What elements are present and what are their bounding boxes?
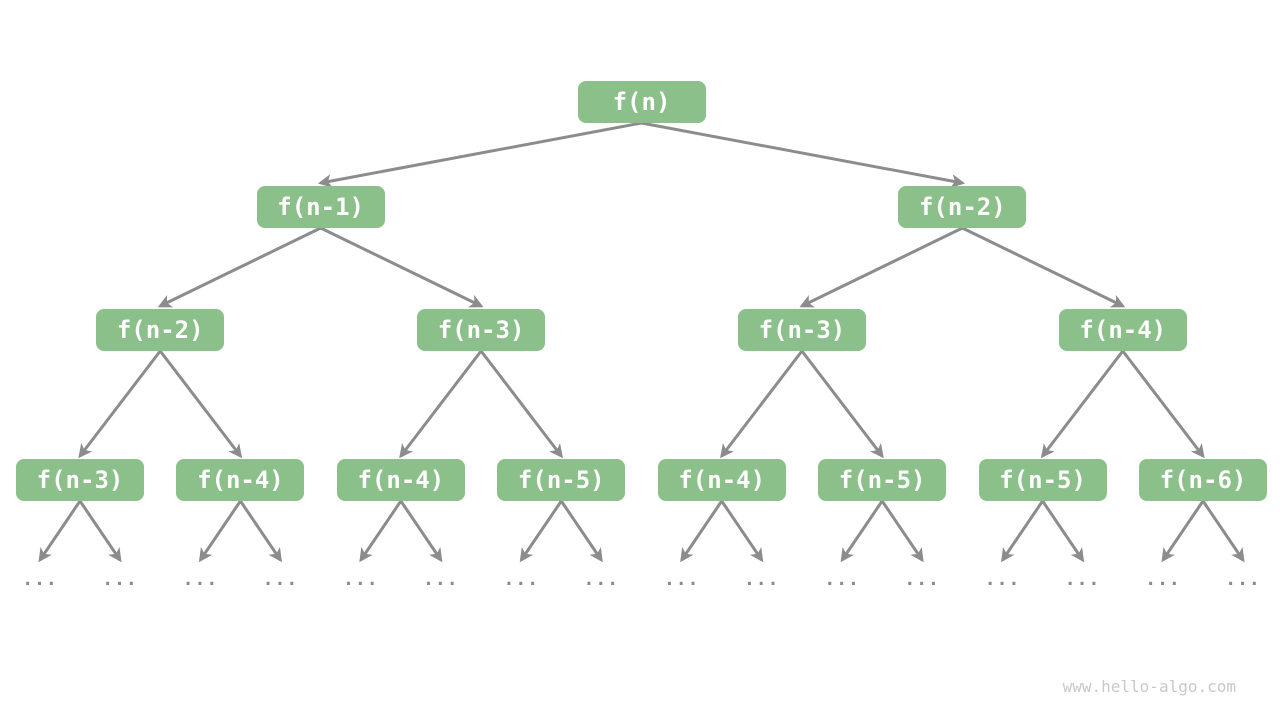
ellipsis: ... <box>503 569 540 590</box>
tree-edge <box>840 500 884 563</box>
ellipsis: ... <box>904 569 940 590</box>
tree-edge <box>317 121 642 188</box>
ellipsis: ... <box>743 569 780 590</box>
tree-node-l2-1: f(n-1) <box>256 186 385 228</box>
tree-edge <box>159 350 243 459</box>
ellipsis: ... <box>984 569 1021 590</box>
tree-edge <box>399 350 483 459</box>
watermark: www.hello-algo.com <box>1062 677 1236 696</box>
ellipsis: ... <box>583 569 620 590</box>
ellipsis: ... <box>824 569 860 590</box>
tree-node-l3-2: f(n-3) <box>417 309 546 351</box>
tree-edge <box>1201 500 1245 563</box>
ellipsis: ... <box>102 569 138 590</box>
tree-edge <box>641 121 966 188</box>
tree-edge <box>1041 500 1085 563</box>
tree-node-l4-7: f(n-5) <box>978 459 1107 501</box>
tree-node-l4-3: f(n-4) <box>336 459 465 501</box>
tree-node-l4-4: f(n-5) <box>497 459 626 501</box>
tree-edge <box>961 226 1126 308</box>
tree-edge <box>800 350 884 459</box>
tree-edge <box>78 500 122 563</box>
tree-node-l4-5: f(n-4) <box>657 459 786 501</box>
ellipsis: ... <box>663 569 700 590</box>
tree-node-l1-1: f(n) <box>577 81 706 123</box>
tree-edge <box>239 500 282 563</box>
ellipsis: ... <box>1145 569 1181 590</box>
ellipsis: ... <box>182 569 219 590</box>
tree-edge <box>560 500 603 563</box>
tree-node-l3-4: f(n-4) <box>1058 309 1187 351</box>
tree-node-l4-2: f(n-4) <box>176 459 305 501</box>
ellipsis: ... <box>1064 569 1101 590</box>
tree-edge <box>1121 350 1205 459</box>
tree-edge <box>720 500 764 563</box>
tree-edge <box>799 226 964 308</box>
tree-edge <box>479 350 563 459</box>
ellipsis: ... <box>22 569 58 590</box>
tree-node-l4-6: f(n-5) <box>818 459 947 501</box>
tree-edge <box>680 500 723 563</box>
ellipsis: ... <box>262 569 299 590</box>
tree-edge <box>78 350 162 459</box>
tree-edge <box>198 500 242 563</box>
tree-edge <box>1161 500 1205 563</box>
tree-edge <box>1040 350 1124 459</box>
tree-edge <box>399 500 443 563</box>
tree-edge <box>38 500 82 563</box>
tree-node-l2-2: f(n-2) <box>898 186 1027 228</box>
tree-node-l4-8: f(n-6) <box>1139 459 1267 501</box>
tree-edge <box>519 500 563 563</box>
tree-edge <box>319 226 484 308</box>
tree-node-l3-1: f(n-2) <box>96 309 225 351</box>
ellipsis: ... <box>1225 569 1261 590</box>
tree-node-l3-3: f(n-3) <box>737 309 866 351</box>
ellipsis: ... <box>343 569 379 590</box>
tree-edge <box>720 350 804 459</box>
tree-edge <box>359 500 403 563</box>
tree-node-l4-1: f(n-3) <box>16 459 144 501</box>
tree-edge-group <box>38 121 1245 563</box>
ellipsis: ... <box>423 569 459 590</box>
tree-edge <box>880 500 924 563</box>
tree-edge <box>1001 500 1044 563</box>
tree-edge <box>157 226 322 308</box>
